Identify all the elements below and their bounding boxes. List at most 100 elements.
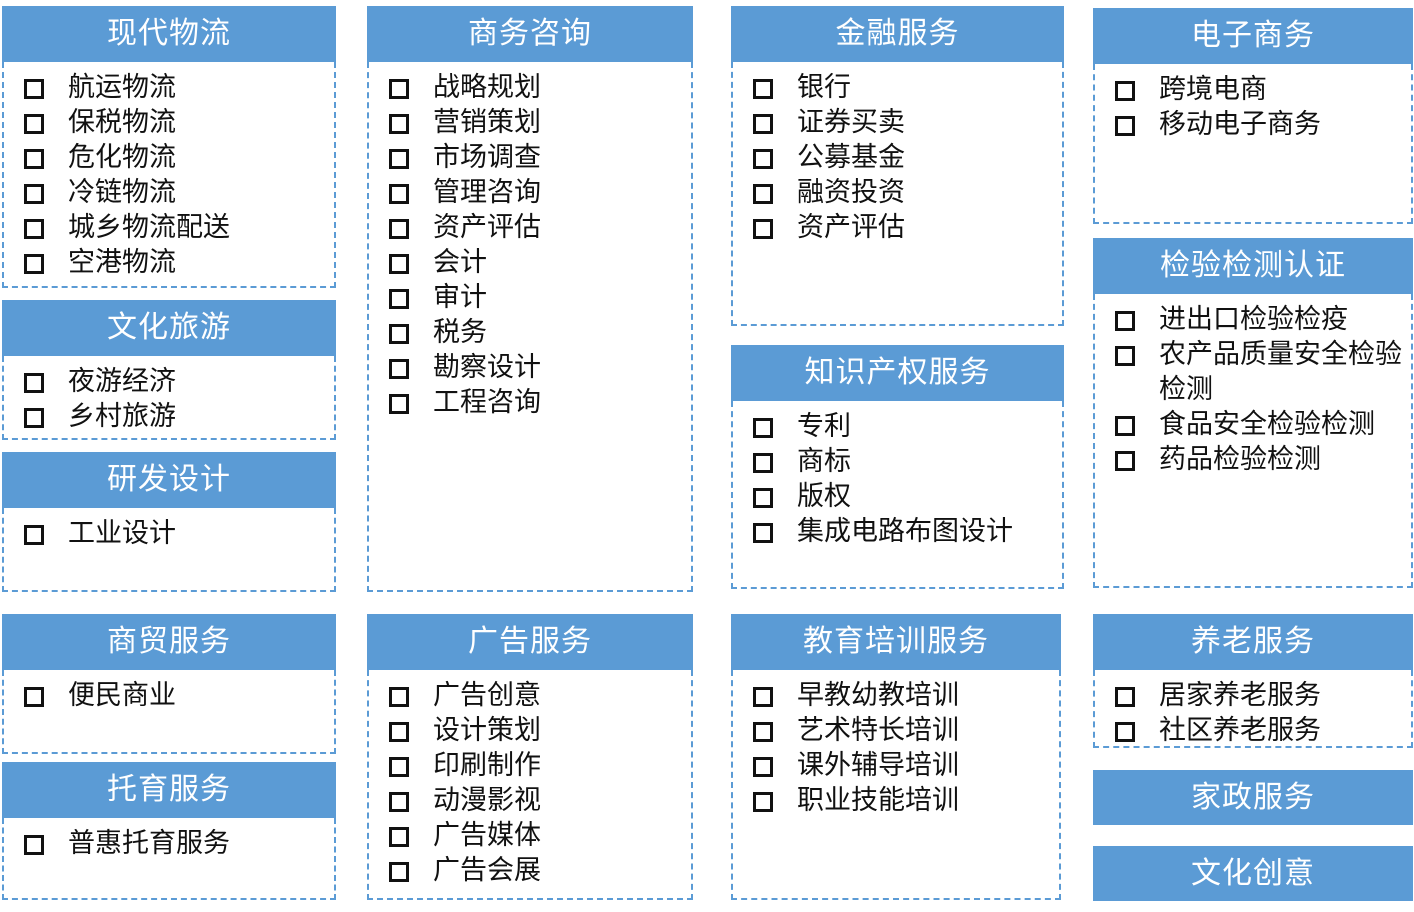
item-list: 夜游经济乡村旅游 [24, 364, 330, 434]
checkbox-square-icon [389, 289, 409, 309]
list-item-label: 营销策划 [433, 107, 541, 138]
item-list: 普惠托育服务 [24, 826, 330, 861]
list-item-label: 商标 [797, 446, 851, 477]
checkbox-square-icon [24, 525, 44, 545]
list-item-label: 艺术特长培训 [797, 715, 959, 746]
checkbox-square-icon [753, 79, 773, 99]
checkbox-square-icon [1115, 116, 1135, 136]
checkbox-square-icon [1115, 722, 1135, 742]
list-item-label: 工程咨询 [433, 387, 541, 418]
list-item: 空港物流 [24, 245, 330, 280]
checkbox-square-icon [24, 254, 44, 274]
checkbox-square-icon [753, 184, 773, 204]
list-item: 工业设计 [24, 516, 330, 551]
checkbox-square-icon [389, 722, 409, 742]
list-item-label: 银行 [797, 72, 851, 103]
item-list: 早教幼教培训艺术特长培训课外辅导培训职业技能培训 [753, 678, 1055, 818]
item-list: 进出口检验检疫农产品质量安全检验检测食品安全检验检测药品检验检测 [1115, 302, 1407, 477]
list-item: 航运物流 [24, 70, 330, 105]
list-item: 药品检验检测 [1115, 442, 1407, 477]
list-item: 社区养老服务 [1115, 713, 1407, 748]
checkbox-square-icon [753, 488, 773, 508]
list-item-label: 集成电路布图设计 [797, 516, 1013, 547]
list-item-label: 战略规划 [433, 72, 541, 103]
checkbox-square-icon [389, 219, 409, 239]
list-item-label: 设计策划 [433, 715, 541, 746]
card-title: 研发设计 [2, 452, 336, 508]
list-item: 资产评估 [389, 210, 687, 245]
card-jiazheng-fuwu: 家政服务 [1093, 770, 1413, 825]
list-item-label: 证券买卖 [797, 107, 905, 138]
list-item-label: 审计 [433, 282, 487, 313]
list-item: 审计 [389, 280, 687, 315]
list-item: 乡村旅游 [24, 399, 330, 434]
list-item: 勘察设计 [389, 350, 687, 385]
checkbox-square-icon [1115, 311, 1135, 331]
list-item: 市场调查 [389, 140, 687, 175]
card-jiaoyu-peixun: 教育培训服务早教幼教培训艺术特长培训课外辅导培训职业技能培训 [731, 614, 1061, 900]
card-title: 商务咨询 [367, 6, 693, 62]
checkbox-square-icon [24, 373, 44, 393]
card-shangwu-zixun: 商务咨询战略规划营销策划市场调查管理咨询资产评估会计审计税务勘察设计工程咨询 [367, 6, 693, 592]
card-body: 夜游经济乡村旅游 [2, 356, 336, 440]
list-item-label: 融资投资 [797, 177, 905, 208]
list-item: 广告会展 [389, 853, 687, 888]
list-item-label: 会计 [433, 247, 487, 278]
list-item: 冷链物流 [24, 175, 330, 210]
list-item: 移动电子商务 [1115, 107, 1407, 142]
card-body: 广告创意设计策划印刷制作动漫影视广告媒体广告会展 [367, 670, 693, 900]
card-jianyan-renzheng: 检验检测认证进出口检验检疫农产品质量安全检验检测食品安全检验检测药品检验检测 [1093, 238, 1413, 588]
checkbox-square-icon [24, 114, 44, 134]
checkbox-square-icon [24, 79, 44, 99]
list-item: 课外辅导培训 [753, 748, 1055, 783]
card-dianzi-shangwu: 电子商务跨境电商移动电子商务 [1093, 8, 1413, 224]
card-zhishi-chanquan: 知识产权服务专利商标版权集成电路布图设计 [731, 345, 1064, 589]
card-title: 检验检测认证 [1093, 238, 1413, 294]
card-guanggao-fuwu: 广告服务广告创意设计策划印刷制作动漫影视广告媒体广告会展 [367, 614, 693, 900]
card-body: 银行证券买卖公募基金融资投资资产评估 [731, 62, 1064, 326]
checkbox-square-icon [389, 792, 409, 812]
checkbox-square-icon [389, 687, 409, 707]
checkbox-square-icon [753, 757, 773, 777]
list-item-label: 资产评估 [433, 212, 541, 243]
list-item: 营销策划 [389, 105, 687, 140]
card-title: 广告服务 [367, 614, 693, 670]
list-item-label: 农产品质量安全检验检测 [1159, 339, 1402, 405]
card-body: 早教幼教培训艺术特长培训课外辅导培训职业技能培训 [731, 670, 1061, 900]
checkbox-square-icon [753, 149, 773, 169]
item-list: 航运物流保税物流危化物流冷链物流城乡物流配送空港物流 [24, 70, 330, 280]
card-jinrong-fuwu: 金融服务银行证券买卖公募基金融资投资资产评估 [731, 6, 1064, 326]
item-list: 战略规划营销策划市场调查管理咨询资产评估会计审计税务勘察设计工程咨询 [389, 70, 687, 420]
list-item: 普惠托育服务 [24, 826, 330, 861]
list-item: 设计策划 [389, 713, 687, 748]
list-item-label: 跨境电商 [1159, 74, 1267, 105]
list-item-label: 早教幼教培训 [797, 680, 959, 711]
checkbox-square-icon [24, 835, 44, 855]
list-item-label: 资产评估 [797, 212, 905, 243]
item-list: 广告创意设计策划印刷制作动漫影视广告媒体广告会展 [389, 678, 687, 888]
card-body: 居家养老服务社区养老服务 [1093, 670, 1413, 748]
card-title: 金融服务 [731, 6, 1064, 62]
list-item-label: 版权 [797, 481, 851, 512]
checkbox-square-icon [753, 792, 773, 812]
list-item-label: 管理咨询 [433, 177, 541, 208]
list-item-label: 药品检验检测 [1159, 444, 1321, 475]
list-item: 居家养老服务 [1115, 678, 1407, 713]
checkbox-square-icon [1115, 451, 1135, 471]
list-item: 专利 [753, 409, 1058, 444]
list-item: 版权 [753, 479, 1058, 514]
list-item-label: 冷链物流 [68, 177, 176, 208]
list-item: 管理咨询 [389, 175, 687, 210]
list-item-label: 乡村旅游 [68, 401, 176, 432]
list-item: 保税物流 [24, 105, 330, 140]
list-item-label: 夜游经济 [68, 366, 176, 397]
list-item: 集成电路布图设计 [753, 514, 1058, 549]
list-item: 危化物流 [24, 140, 330, 175]
checkbox-square-icon [24, 408, 44, 428]
checkbox-square-icon [389, 827, 409, 847]
list-item-label: 广告创意 [433, 680, 541, 711]
checkbox-square-icon [24, 219, 44, 239]
list-item-label: 社区养老服务 [1159, 715, 1321, 746]
list-item: 证券买卖 [753, 105, 1058, 140]
checkbox-square-icon [389, 394, 409, 414]
